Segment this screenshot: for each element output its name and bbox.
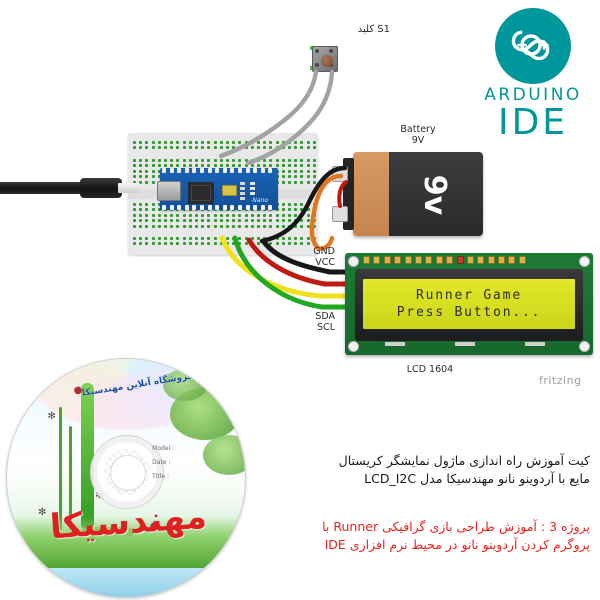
cd-field-date: Date : <box>152 459 171 467</box>
battery-label: Battery 9V <box>400 124 436 147</box>
usb-cable <box>0 176 140 200</box>
push-button-s1[interactable] <box>310 44 338 72</box>
lcd-header-pins <box>363 256 526 264</box>
push-button-cap[interactable] <box>321 55 333 67</box>
nano-silkscreen-name: Nano <box>252 197 268 204</box>
arduino-nano-board: Nano <box>157 168 278 210</box>
caption-black: کیت آموزش راه اندازی ماژول نمایشگر کریست… <box>250 452 590 488</box>
caption-red-line-1: پروژه 3 : آموزش طراحی بازی گرافیکی Runne… <box>322 519 590 534</box>
lcd-pin-label-bottom: SDA SCL <box>315 311 335 334</box>
usb-connector-tip <box>118 183 140 193</box>
nano-mcu-chip <box>188 182 214 204</box>
infinity-glyph <box>511 30 550 60</box>
lcd-bezel: Runner Game Press Button... <box>355 269 583 341</box>
arduino-wordmark: ARDUINO <box>484 85 582 105</box>
nano-usb-port <box>157 181 181 201</box>
lcd-screen: Runner Game Press Button... <box>363 279 575 329</box>
fritzing-watermark: fritzing <box>539 374 582 387</box>
cd-green-letter <box>80 382 94 531</box>
cd-info-fields: Model : Date : Title : <box>152 442 174 484</box>
cd-center-hub <box>90 434 164 509</box>
arduino-infinity-icon <box>495 8 571 84</box>
nano-crystal <box>222 185 237 196</box>
caption-black-line-2: مایع با آردوینو نانو مهندسیکا مدل LCD_I2… <box>364 471 590 486</box>
butterfly-icon: ✻ <box>37 506 47 518</box>
cd-field-title: Title : <box>152 473 169 481</box>
lcd-text-line-2: Press Button... <box>396 305 542 320</box>
caption-red: پروژه 3 : آموزش طراحی بازی گرافیکی Runne… <box>250 518 590 554</box>
push-button-body <box>312 46 338 72</box>
battery-terminal <box>332 158 355 230</box>
ide-wordmark: IDE <box>497 102 569 143</box>
cd-field-model: Model : <box>152 445 175 453</box>
switch-s1-label: S1 کلید <box>357 24 390 35</box>
arduino-ide-logo: ARDUINO IDE <box>478 8 588 141</box>
caption-black-line-1: کیت آموزش راه اندازی ماژول نمایشگر کریست… <box>338 453 590 468</box>
usb-connector-head <box>80 178 122 198</box>
battery-9v: 9v <box>353 152 483 236</box>
ladybug-icon: ● <box>73 385 83 397</box>
lcd-caption: LCD 1604 <box>406 364 454 375</box>
ladybug-icon: ● <box>149 520 159 532</box>
lcd-text-line-1: Runner Game <box>416 288 522 303</box>
cd-disc: ✻ ✻ ✻ ● ● فروشگاه آنلاین مهندسیکا Model … <box>6 358 246 598</box>
battery-face-text: 9v <box>417 174 452 216</box>
lcd-pin-label-top: GND VCC <box>313 246 335 269</box>
butterfly-icon: ✻ <box>47 411 56 423</box>
lcd-1604-module: Runner Game Press Button... <box>345 253 593 355</box>
caption-red-line-2: پروگرم کردن آردوینو نانو در محیط نرم افز… <box>324 537 590 552</box>
